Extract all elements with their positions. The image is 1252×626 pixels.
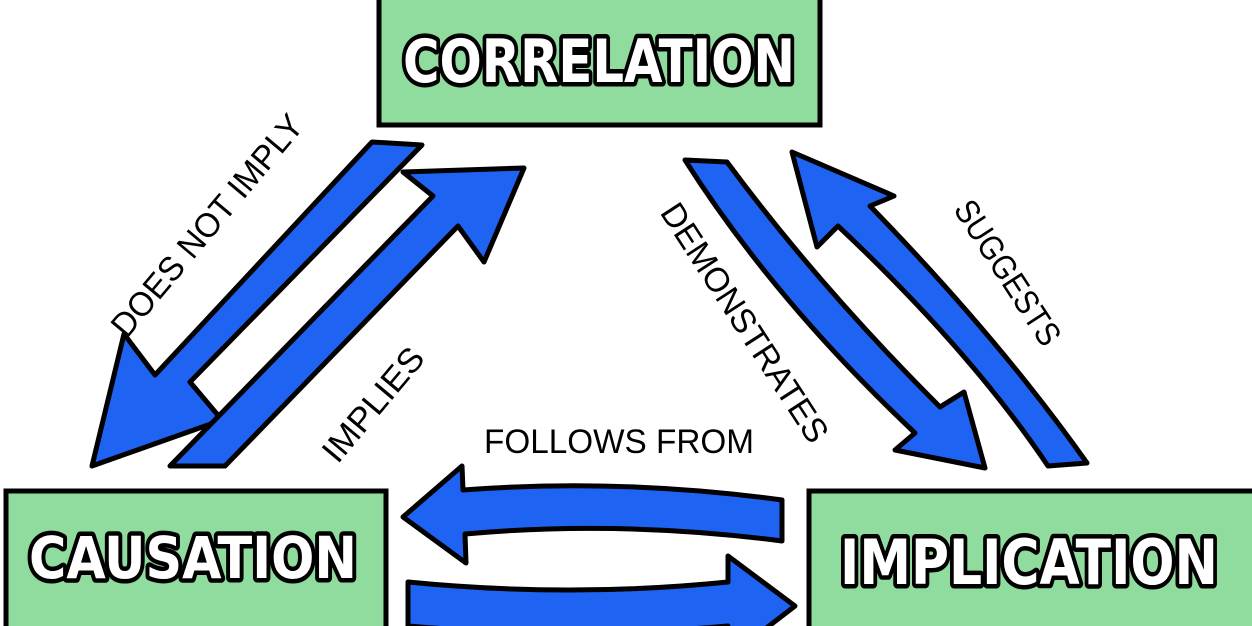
node-implication: IMPLICATION [806,488,1252,626]
label-follows-from: FOLLOWS FROM [484,423,754,461]
arrow-follows-from [400,463,785,566]
node-causation-box [3,488,389,626]
node-correlation: CORRELATION [376,0,823,128]
label-does-not-imply: DOES NOT IMPLY [104,107,312,344]
arrow-causation-to-implication [405,553,798,626]
arrow-implies [167,165,527,469]
label-implies: IMPLIES [315,340,433,470]
node-implication-box [806,488,1252,626]
arrow-demonstrates [682,157,988,471]
node-causation-label: CAUSATION [29,524,357,592]
arrow-suggests [789,149,1090,469]
node-implication-label: IMPLICATION [840,526,1218,599]
node-correlation-label: CORRELATION [403,27,795,97]
node-correlation-box [376,0,823,128]
node-causation: CAUSATION [3,488,389,626]
arrow-does-not-imply [89,139,425,469]
